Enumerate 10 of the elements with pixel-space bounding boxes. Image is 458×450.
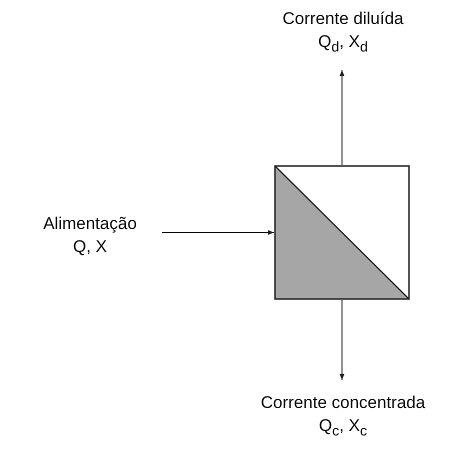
- stream-variables: Q, X: [72, 236, 107, 258]
- arrow: [340, 70, 344, 166]
- arrow: [340, 300, 344, 380]
- stream-name: Corrente diluída: [282, 8, 404, 30]
- stream-variables: Q$_{c}$, X$_{c}$: [318, 414, 368, 442]
- arrow: [162, 230, 274, 235]
- stream-name: Alimentação: [43, 213, 137, 235]
- stream-variables: Q$_{d}$, X$_{d}$: [318, 30, 368, 58]
- separation-unit-box: [274, 165, 410, 300]
- stream-name: Corrente concentrada: [260, 392, 426, 414]
